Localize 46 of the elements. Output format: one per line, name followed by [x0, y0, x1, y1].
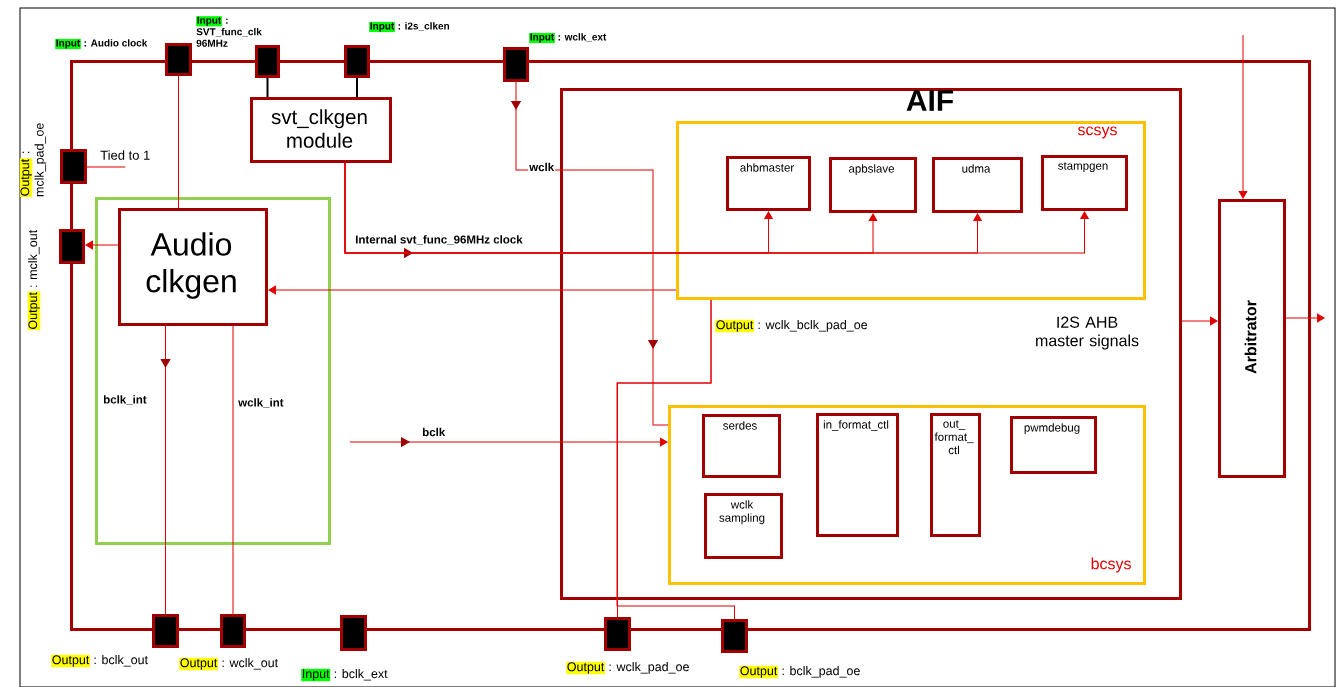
- pad-label: Output : wclk_out: [179, 657, 279, 671]
- connector: [85, 240, 119, 250]
- pad-label: Input : bclk_ext: [301, 668, 388, 682]
- connector: [160, 325, 171, 615]
- submodule-box: ahbmaster: [726, 156, 811, 211]
- connector: [86, 166, 126, 168]
- submodule-box: stampgen: [1041, 155, 1128, 211]
- connector: [511, 81, 669, 426]
- submodule-box: udma: [932, 157, 1023, 213]
- edge-label: wclk_int: [237, 397, 285, 409]
- connector: [616, 299, 735, 620]
- module-box: Audio clkgen: [118, 208, 268, 326]
- pad-label: Output : bclk_pad_oe: [739, 665, 860, 679]
- connector: [178, 75, 179, 209]
- connector: [268, 285, 677, 295]
- pad-label: Output : mclk_out: [27, 229, 41, 331]
- connector: [356, 77, 358, 98]
- connector: [1285, 313, 1325, 323]
- pad-label: Input : wclk_ext: [529, 32, 607, 44]
- note-text: Tied to 1: [100, 150, 150, 160]
- edge-label: bclk_int: [102, 394, 148, 406]
- connector: [232, 325, 234, 615]
- edge-label: Internal svt_func_96MHz clock: [354, 234, 524, 246]
- edge-label: wclk: [528, 161, 556, 173]
- signal-label: Output : wclk_bclk_pad_oe: [715, 319, 868, 333]
- arbiter-box: Arbitrator: [1218, 199, 1286, 478]
- connector: [1181, 316, 1218, 326]
- submodule-box: wclk sampling: [704, 493, 783, 559]
- connector: [349, 437, 668, 447]
- submodule-box: out_format_ctl: [930, 413, 981, 537]
- module-box: svt_clkgen module: [250, 97, 392, 163]
- chip-boundary: [70, 60, 1312, 631]
- edge-label: bclk: [421, 426, 447, 438]
- connector: [1238, 34, 1248, 199]
- submodule-box: pwmdebug: [1010, 416, 1097, 474]
- pad-label: Output : mclk_pad_oe: [19, 123, 47, 197]
- pad-label: Input : SVT_func_clk 96MHz: [196, 16, 262, 47]
- submodule-box: serdes: [702, 414, 781, 478]
- pad-label: Input : i2s_clken: [369, 21, 450, 33]
- pad-label: Output : bclk_out: [51, 654, 148, 668]
- submodule-box: apbslave: [829, 157, 917, 213]
- pad-label: Input : Audio clock: [55, 38, 148, 50]
- submodule-box: in_format_ctl: [816, 413, 899, 537]
- connector: [266, 77, 269, 98]
- clock-domain-box: [95, 197, 331, 545]
- pad-label: Output : wclk_pad_oe: [566, 661, 689, 675]
